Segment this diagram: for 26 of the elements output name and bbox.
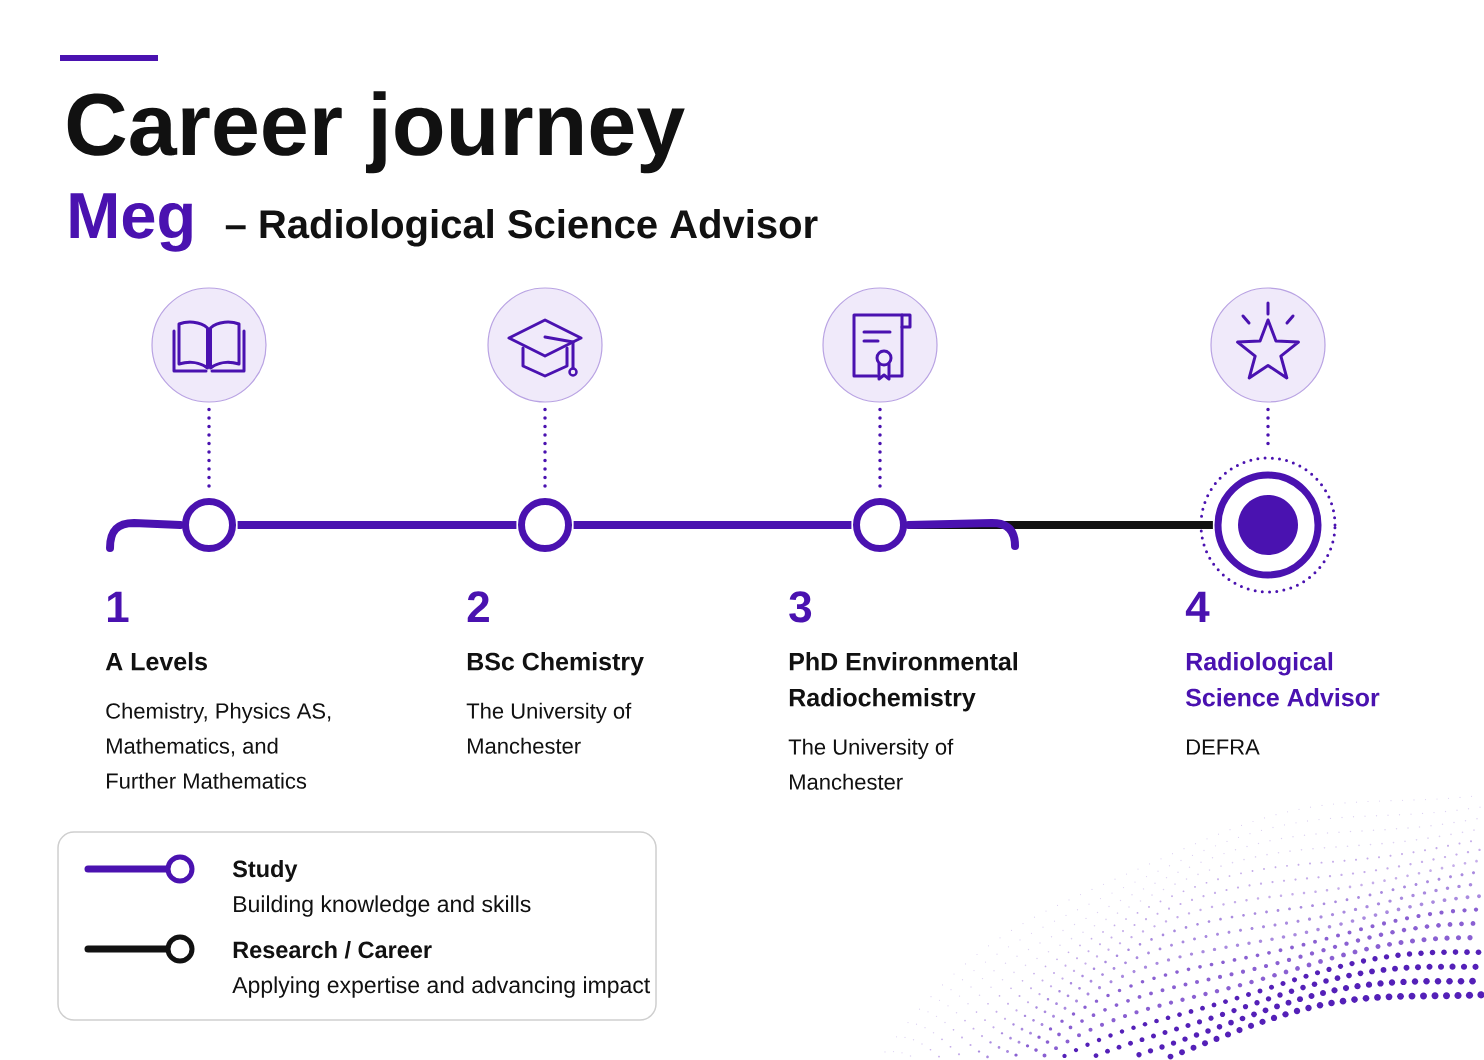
icon-circle bbox=[822, 287, 938, 403]
icon-circle bbox=[487, 287, 603, 403]
legend-label: Research / Career bbox=[233, 941, 432, 959]
step-title: Radiological Science Advisor bbox=[1185, 652, 1380, 707]
step-title: PhD Environmental Radiochemistry bbox=[789, 652, 1017, 712]
step-description: The University of Manchester bbox=[466, 702, 632, 754]
step-number: 3 bbox=[789, 591, 812, 623]
legend-label: Study bbox=[232, 860, 298, 882]
timeline-marker bbox=[853, 498, 907, 552]
job-title: – Radiological Science Advisor bbox=[225, 209, 818, 247]
step-description: Chemistry, Physics AS, Mathematics, and Further Mathematics bbox=[106, 702, 331, 789]
icon-circle bbox=[151, 287, 267, 403]
person-name: Meg bbox=[70, 193, 192, 252]
title: Career journey bbox=[67, 91, 685, 174]
icon-circle bbox=[1210, 287, 1326, 403]
legend-description: Building knowledge and skills bbox=[234, 895, 531, 917]
step-number: 4 bbox=[1185, 591, 1210, 622]
legend-description: Applying expertise and advancing impact bbox=[232, 976, 651, 998]
step-description: DEFRA bbox=[1187, 739, 1260, 755]
timeline-marker bbox=[182, 498, 236, 552]
step-number: 1 bbox=[108, 591, 129, 622]
step-title: BSc Chemistry bbox=[467, 652, 644, 676]
timeline-marker bbox=[518, 498, 572, 552]
step-title: A Levels bbox=[105, 652, 207, 671]
step-description: The University of Manchester bbox=[788, 738, 954, 790]
step-number: 2 bbox=[467, 591, 489, 622]
